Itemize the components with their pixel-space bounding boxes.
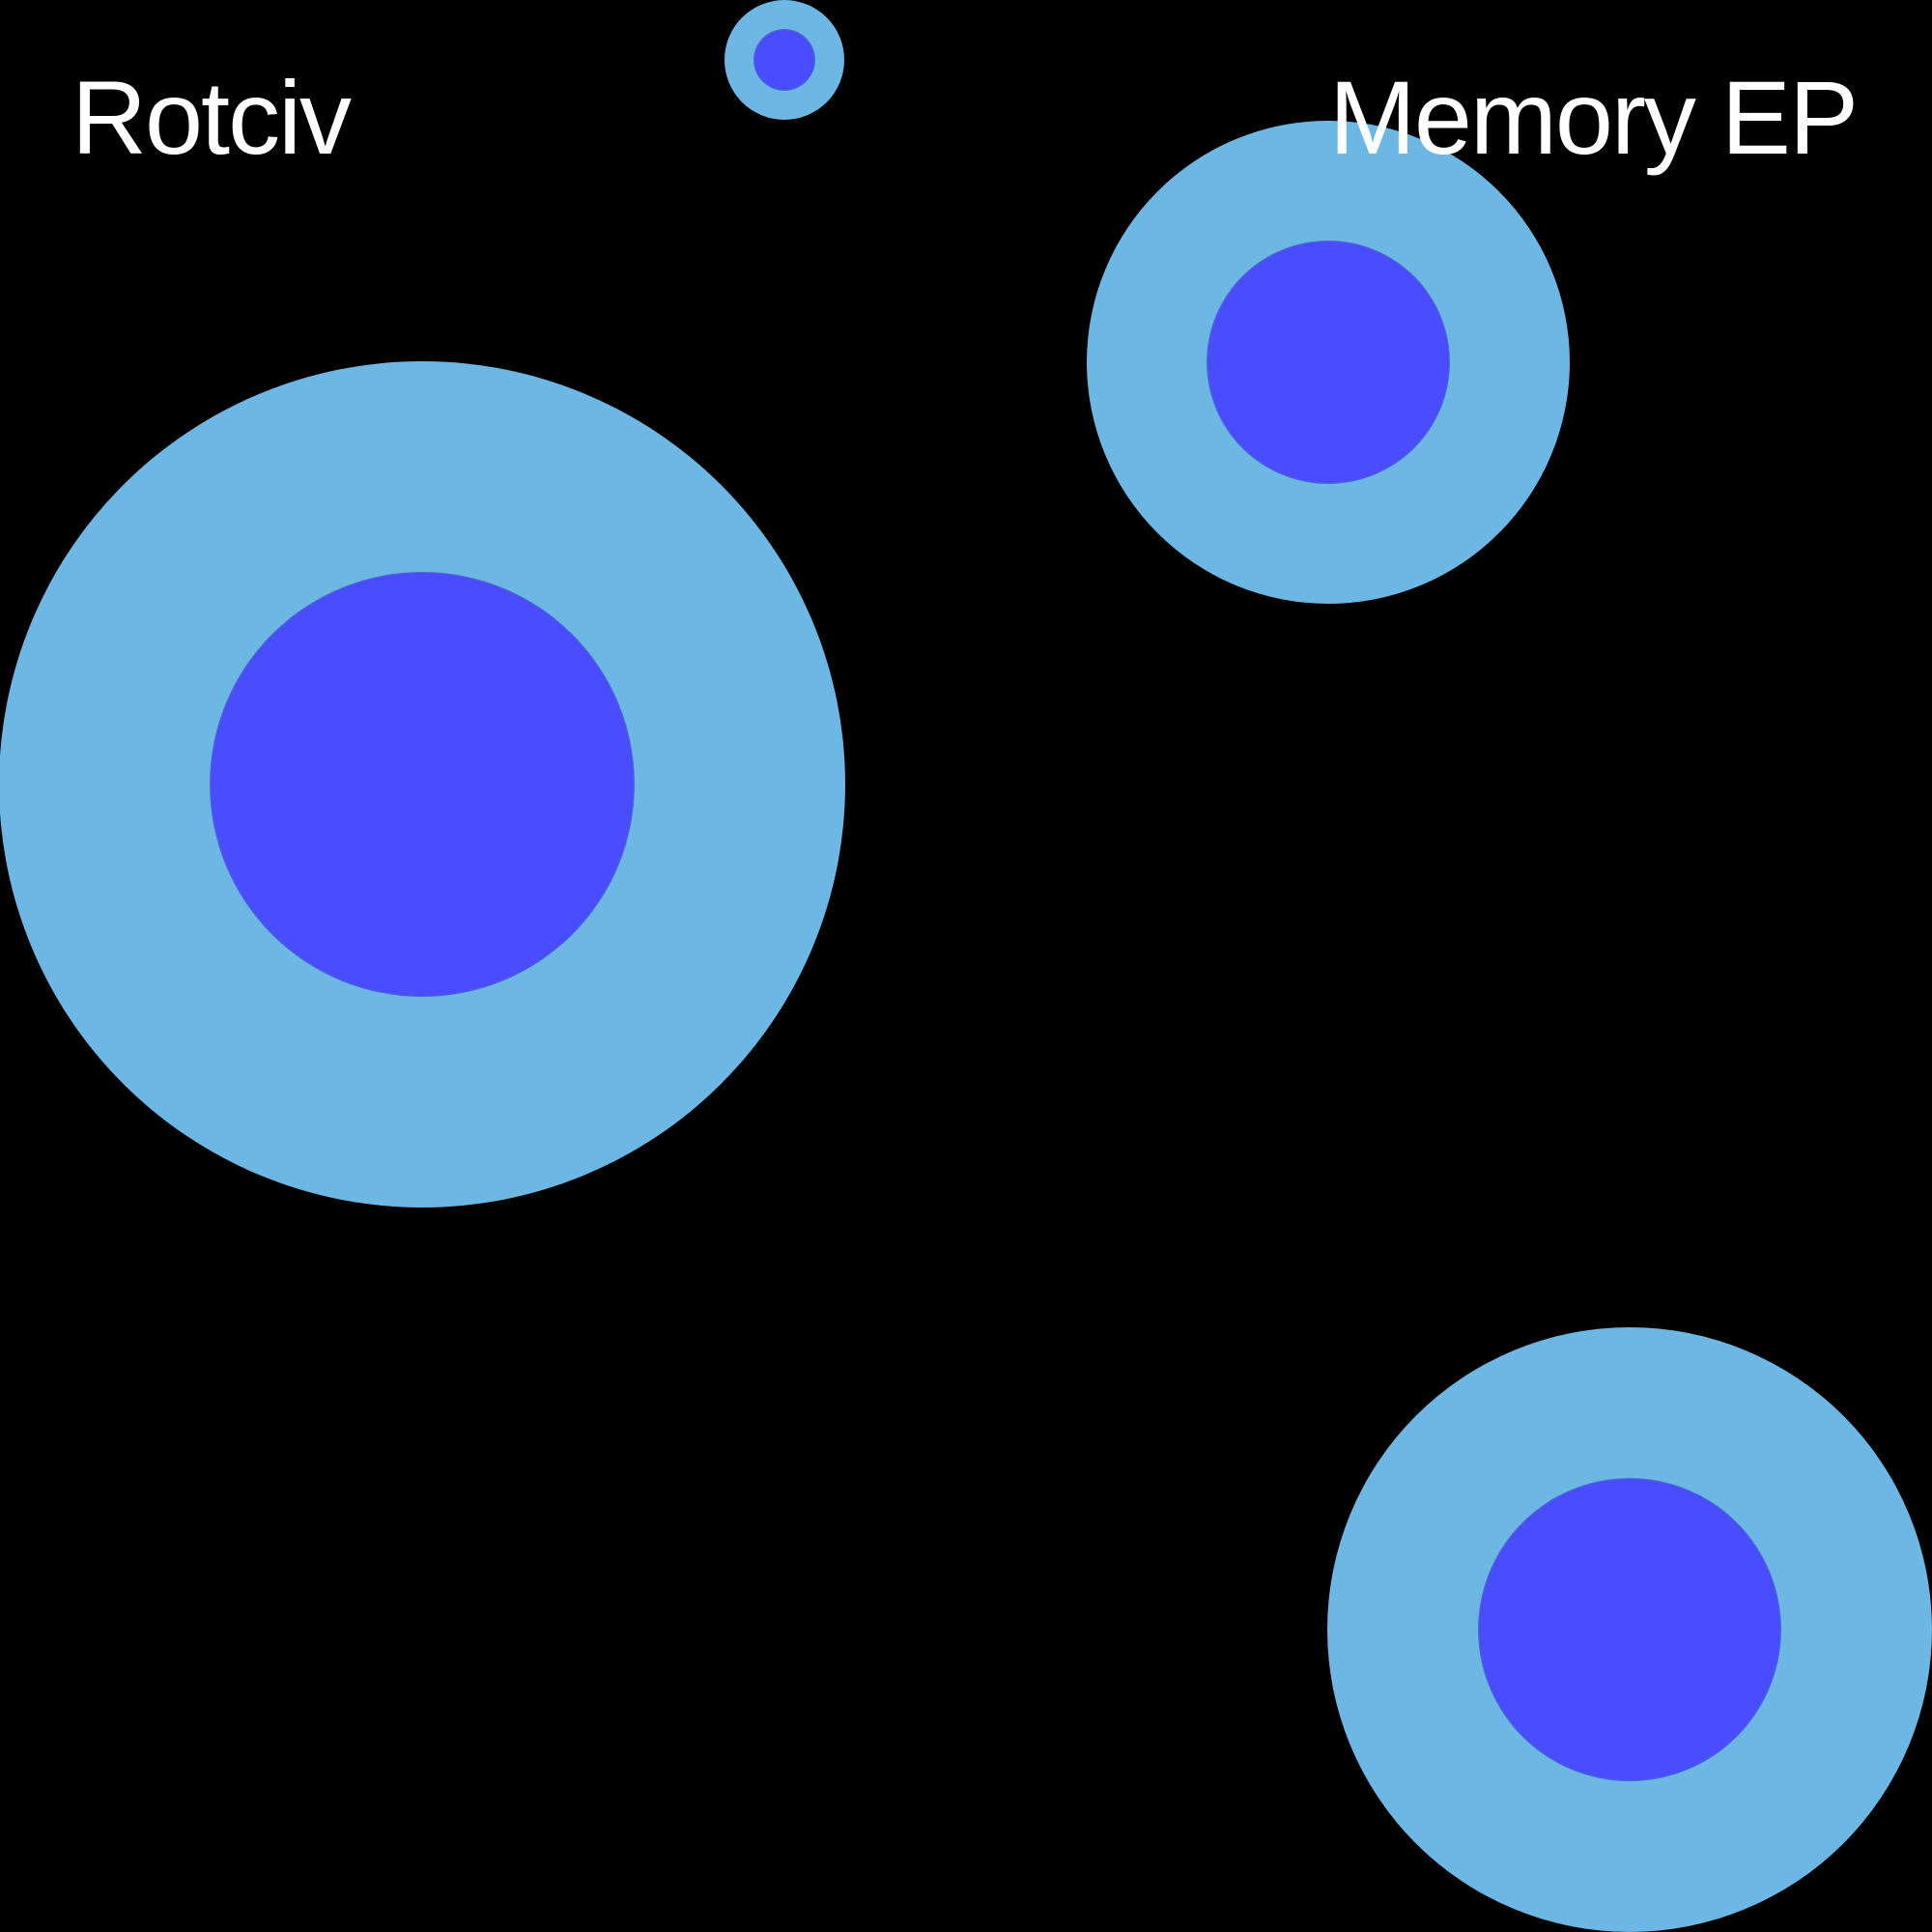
circle-small-inner — [754, 30, 814, 90]
circle-bottom-right-inner — [1479, 1479, 1780, 1780]
artist-name: Rotciv — [71, 59, 352, 176]
circle-top-right-inner — [1208, 242, 1449, 483]
circle-large-left-inner — [211, 573, 634, 996]
album-title: Memory EP — [1328, 59, 1859, 176]
